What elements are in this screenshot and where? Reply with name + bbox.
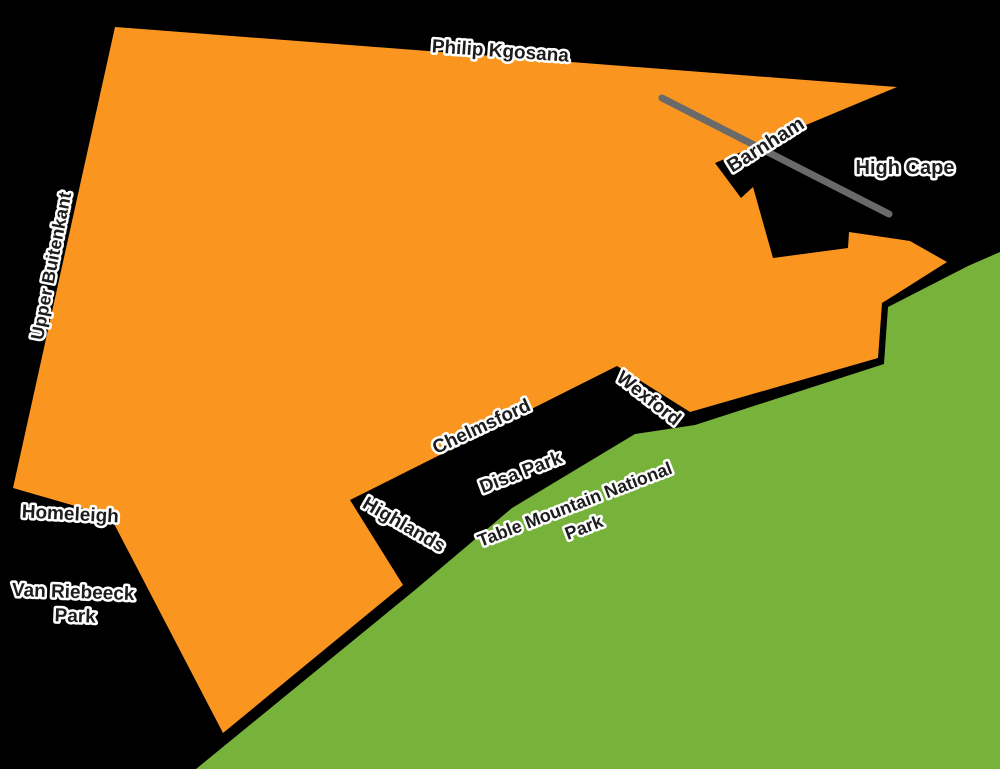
label-van-riebeeck-park-line1: Van Riebeeck	[12, 580, 136, 605]
park-region	[196, 252, 1000, 769]
label-high-cape: High Cape	[856, 157, 955, 179]
label-van-riebeeck-park-line2: Park	[54, 605, 96, 627]
highlighted-suburb-region	[13, 27, 947, 733]
road-line	[658, 94, 893, 218]
